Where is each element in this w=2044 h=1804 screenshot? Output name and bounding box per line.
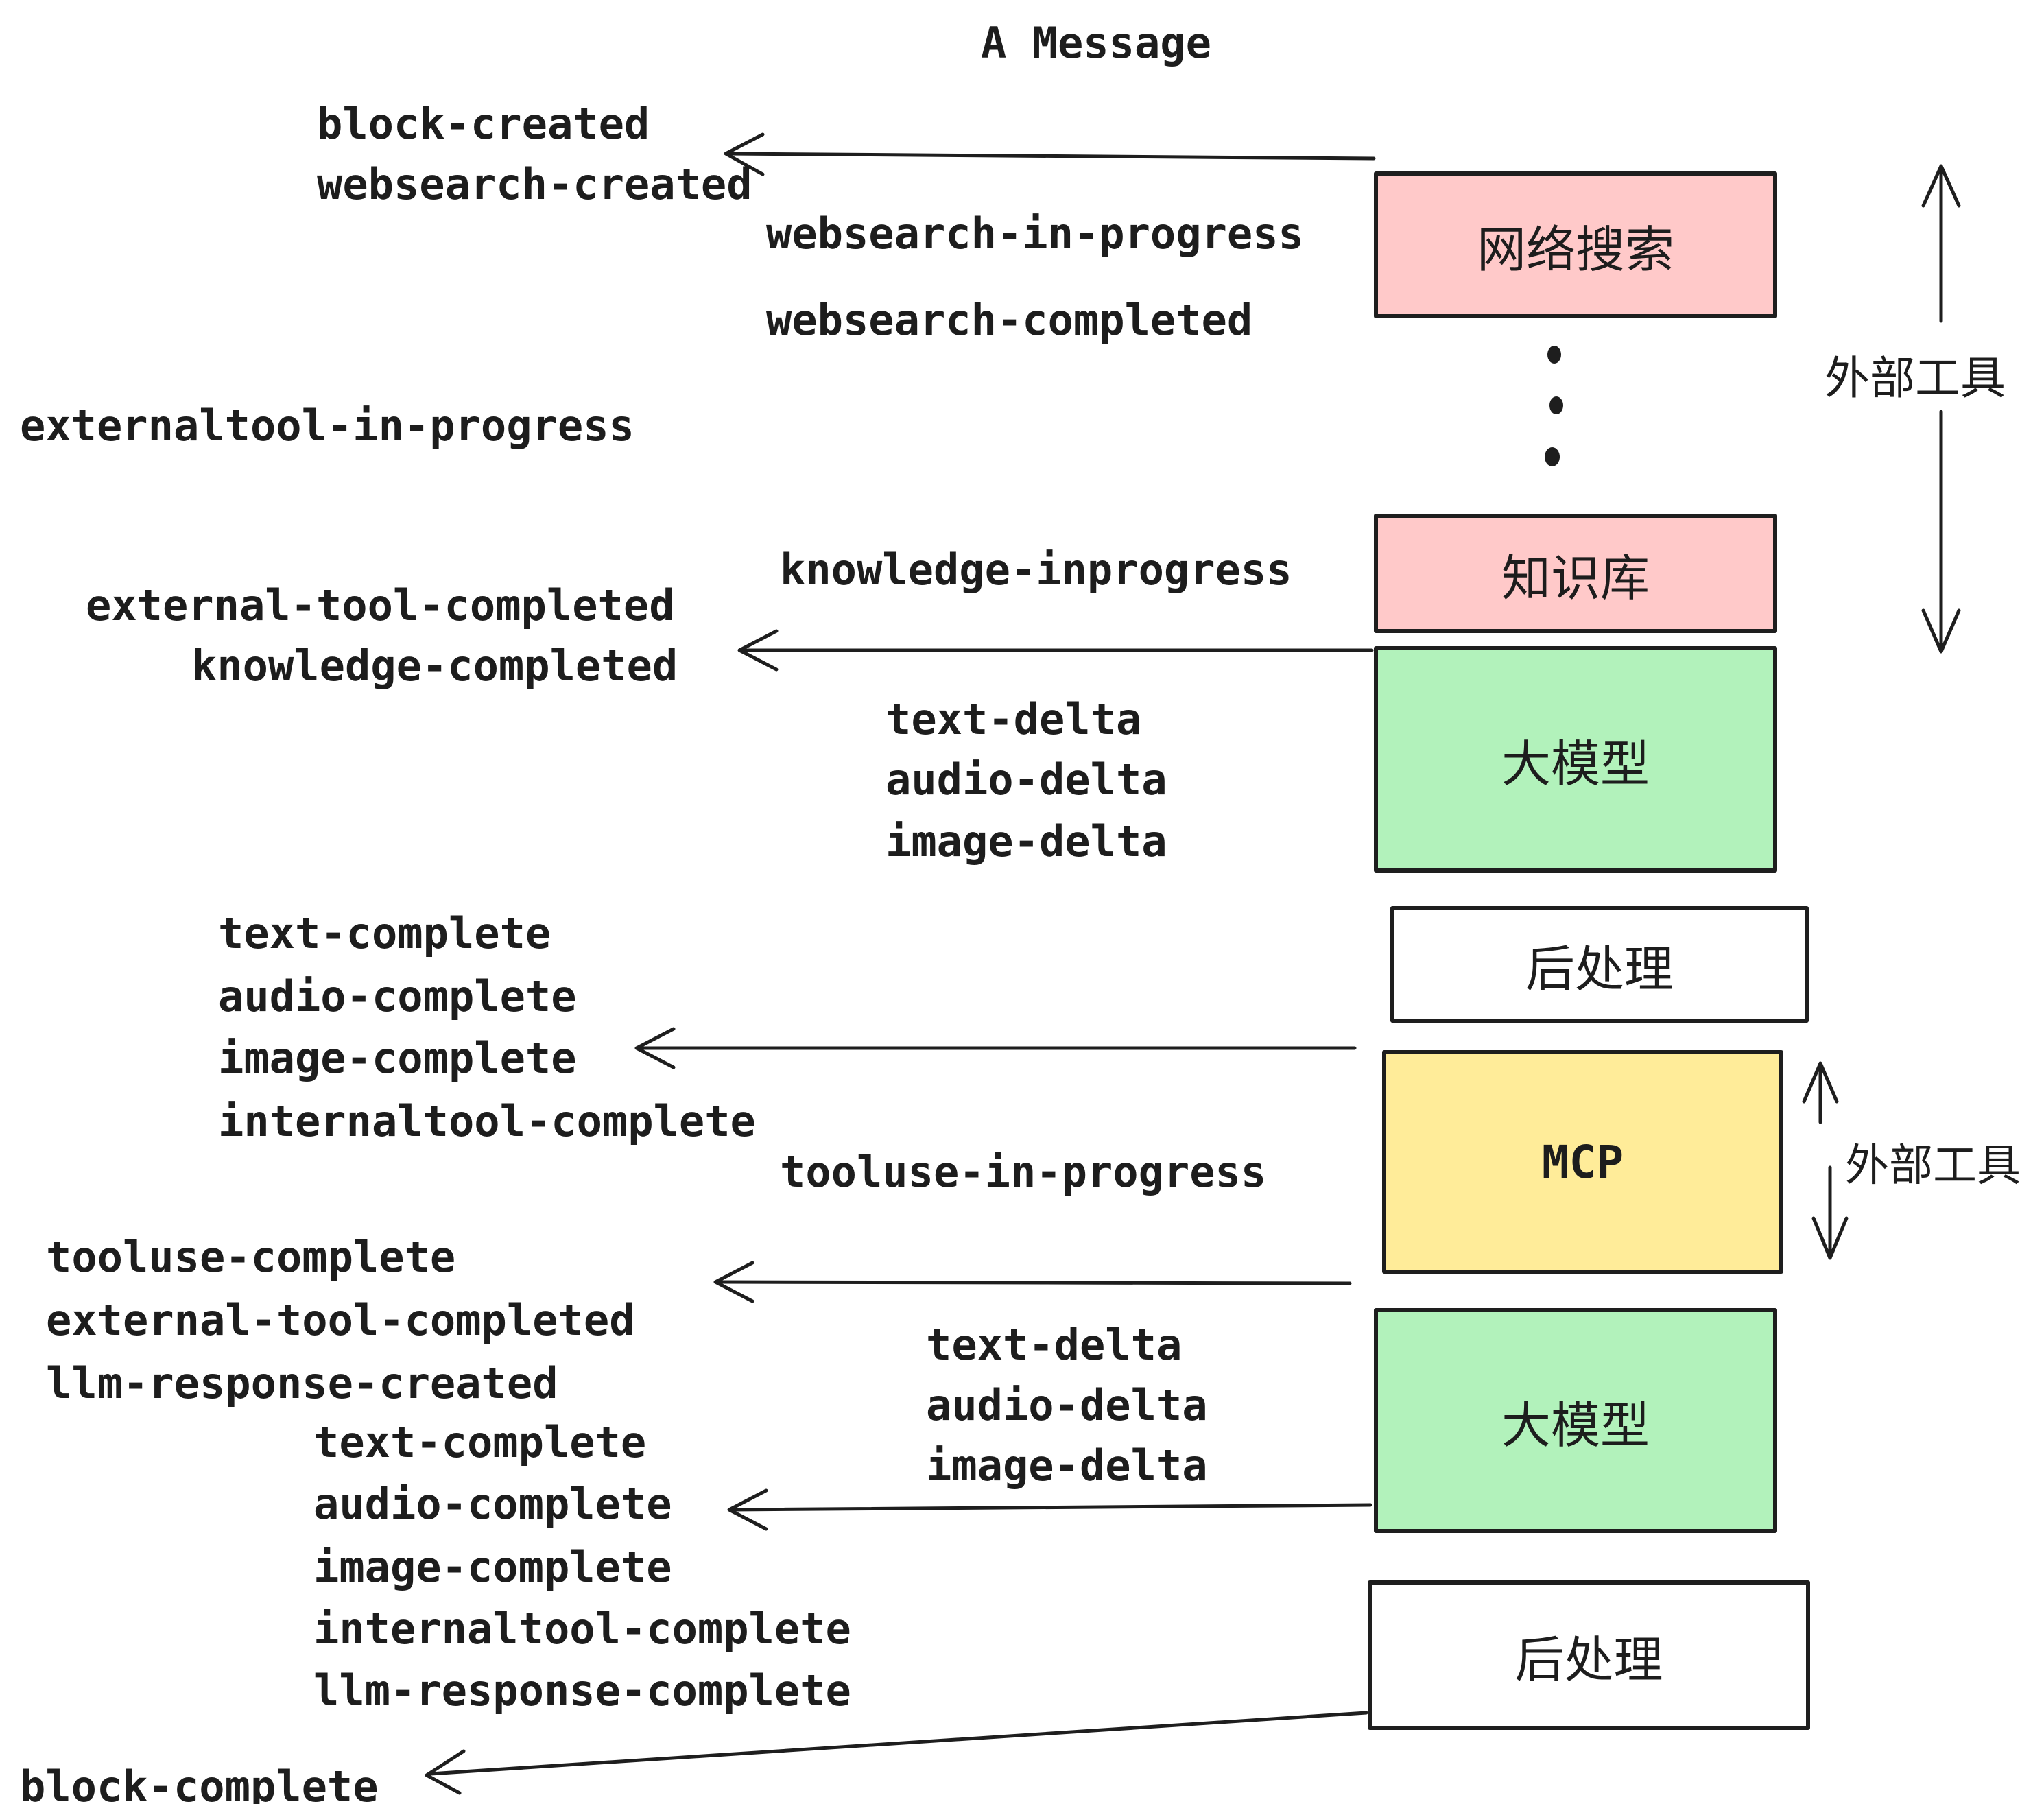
event-knowledge-inprogress: knowledge-inprogress — [780, 545, 1292, 595]
websearch-box-label: 网络搜索 — [1476, 220, 1674, 278]
event-llm-response-complete: llm-response-complete — [313, 1665, 851, 1716]
event-image-complete-2: image-complete — [313, 1542, 672, 1592]
event-knowledge-completed: knowledge-completed — [191, 641, 678, 691]
event-llm-response-created: llm-response-created — [46, 1358, 558, 1408]
event-internaltool-complete-1: internaltool-complete — [218, 1096, 756, 1146]
postprocess-box-2-label: 后处理 — [1514, 1630, 1663, 1689]
arrow-to-block-complete — [425, 1711, 1368, 1795]
event-websearch-in-progress: websearch-in-progress — [766, 209, 1304, 259]
event-external-tool-completed-2: external-tool-completed — [46, 1295, 635, 1345]
event-image-delta-1: image-delta — [886, 816, 1167, 866]
diagram-title: A Message — [981, 18, 1211, 68]
event-audio-delta-1: audio-delta — [886, 755, 1167, 805]
event-internaltool-complete-2: internaltool-complete — [313, 1604, 851, 1654]
knowledge-box: 知识库 — [1374, 514, 1777, 633]
external-tools-span-arrow-top — [1921, 164, 1961, 654]
arrow-to-audio-complete — [727, 1488, 1372, 1531]
llm-box-1-label: 大模型 — [1501, 735, 1650, 793]
event-image-delta-2: image-delta — [926, 1440, 1208, 1491]
arrow-to-knowledge-completed — [737, 629, 1374, 672]
external-tools-span-arrow-mid — [1802, 1061, 1849, 1260]
llm-box-2-label: 大模型 — [1501, 1396, 1650, 1454]
mcp-box-label: MCP — [1541, 1135, 1624, 1189]
ellipsis-dots — [1545, 346, 1563, 466]
event-audio-delta-2: audio-delta — [926, 1380, 1208, 1430]
event-audio-complete-1: audio-complete — [218, 971, 577, 1021]
event-websearch-completed: websearch-completed — [766, 295, 1253, 345]
event-text-complete-2: text-complete — [313, 1417, 647, 1467]
event-text-delta-1: text-delta — [886, 694, 1142, 744]
event-text-complete-1: text-complete — [218, 908, 551, 958]
knowledge-box-label: 知识库 — [1501, 549, 1650, 607]
event-text-delta-2: text-delta — [926, 1320, 1183, 1370]
event-tooluse-in-progress: tooluse-in-progress — [780, 1147, 1267, 1197]
event-audio-complete-2: audio-complete — [313, 1479, 672, 1529]
mcp-box: MCP — [1382, 1050, 1783, 1274]
llm-box-1: 大模型 — [1374, 646, 1777, 873]
event-block-complete: block-complete — [20, 1761, 379, 1804]
websearch-box: 网络搜索 — [1374, 171, 1777, 318]
postprocess-box-1-label: 后处理 — [1525, 940, 1674, 998]
event-block-created: block-created — [317, 99, 650, 149]
arrow-to-websearch-created — [724, 132, 1376, 176]
external-tools-label-mid: 外部工具 — [1845, 1141, 2021, 1191]
external-tools-label-top: 外部工具 — [1825, 352, 2006, 405]
event-external-tool-completed-1: external-tool-completed — [86, 580, 675, 630]
postprocess-box-2: 后处理 — [1368, 1580, 1810, 1730]
arrow-to-image-complete — [634, 1027, 1357, 1069]
event-websearch-created: websearch-created — [317, 159, 752, 209]
event-image-complete-1: image-complete — [218, 1033, 577, 1083]
event-tooluse-complete: tooluse-complete — [46, 1232, 456, 1282]
event-externaltool-in-progress: externaltool-in-progress — [20, 401, 634, 451]
arrow-to-external-tool-completed — [713, 1261, 1352, 1303]
llm-box-2: 大模型 — [1374, 1308, 1777, 1533]
postprocess-box-1: 后处理 — [1390, 906, 1809, 1023]
